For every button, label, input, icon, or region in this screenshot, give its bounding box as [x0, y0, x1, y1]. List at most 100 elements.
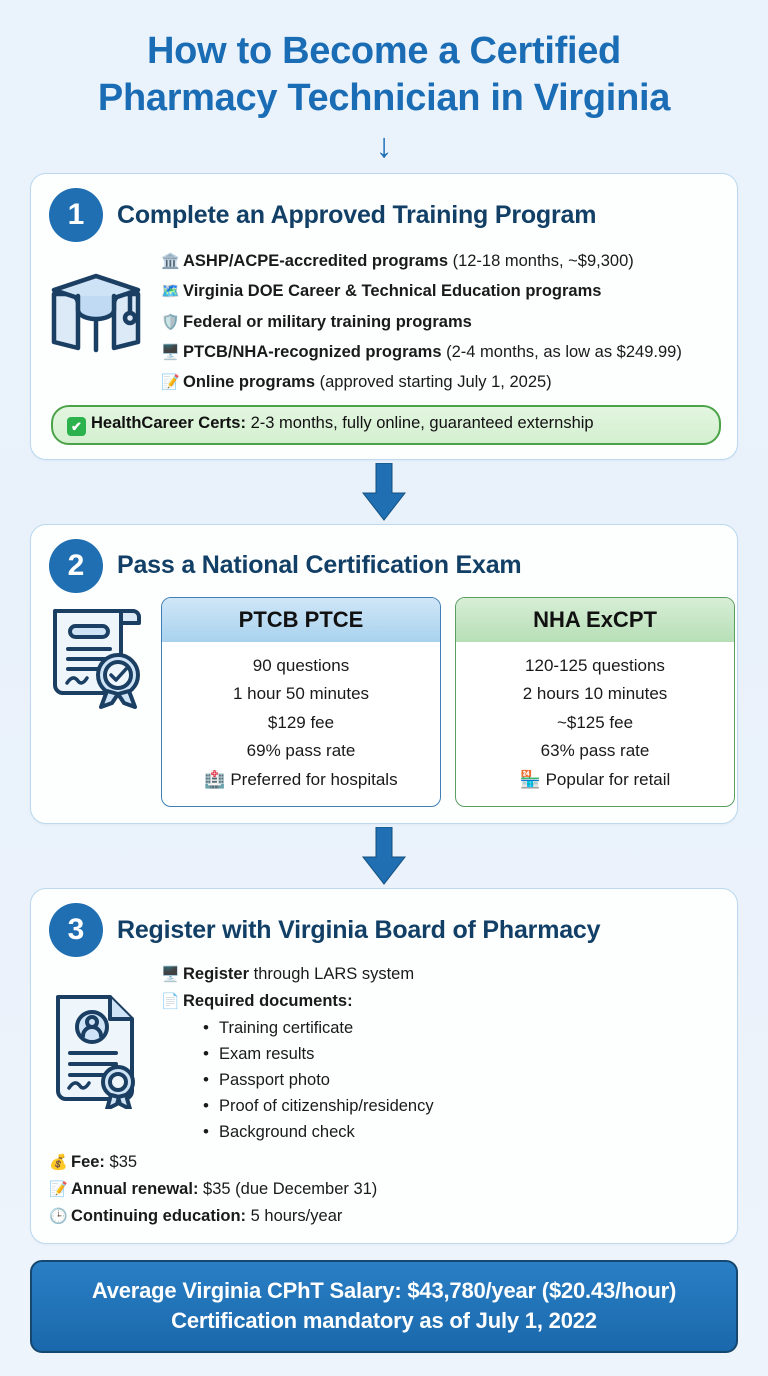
- list-item: 🖥️PTCB/NHA-recognized programs (2-4 mont…: [161, 337, 737, 367]
- down-arrow-icon: [361, 462, 407, 521]
- money-bag-icon: 💰: [49, 1154, 68, 1172]
- highlight-bold-text: HealthCareer Certs:: [91, 413, 246, 432]
- list-item: Passport photo: [203, 1067, 737, 1093]
- exam-detail-row: 2 hours 10 minutes: [522, 684, 668, 704]
- certificate-seal-icon: [31, 597, 161, 709]
- list-item: Exam results: [203, 1041, 737, 1067]
- step-3-badge: 3: [49, 903, 103, 958]
- item-detail-text: 5 hours/year: [246, 1206, 343, 1225]
- item-detail-text: $35: [104, 1153, 138, 1172]
- list-item: 🗺️Virginia DOE Career & Technical Educat…: [161, 276, 737, 306]
- item-bold-text: Continuing education:: [71, 1206, 247, 1225]
- exam-detail-row: 🏥 Preferred for hospitals: [162, 766, 440, 795]
- computer-icon: 🖥️: [161, 966, 180, 984]
- calendar-note-icon: 📝: [161, 373, 180, 391]
- exam-detail-row: $129 fee: [267, 712, 335, 732]
- item-detail-text: through LARS system: [249, 965, 415, 984]
- exam-detail-row: ~$125 fee: [556, 712, 634, 732]
- list-item: 🕒Continuing education: 5 hours/year: [49, 1203, 719, 1230]
- title-line-1: How to Become a Certified: [147, 30, 621, 72]
- bullet-detail-text: (12-18 months, ~$9,300): [448, 252, 634, 271]
- calendar-note-icon: 📝: [49, 1180, 68, 1198]
- store-icon: 🏪: [519, 769, 541, 789]
- shield-icon: 🛡️: [161, 313, 180, 331]
- list-item: 💰Fee: $35: [49, 1149, 719, 1176]
- step-1-title: Complete an Approved Training Program: [117, 200, 597, 229]
- step-3-content: 🖥️Register through LARS system 📄Required…: [161, 961, 737, 1145]
- page-title: How to Become a Certified Pharmacy Techn…: [30, 22, 738, 121]
- list-item: 🖥️Register through LARS system: [161, 961, 737, 988]
- step-3-title: Register with Virginia Board of Pharmacy: [117, 915, 601, 944]
- required-documents-list: Training certificate Exam results Passpo…: [203, 1015, 737, 1145]
- connector-1: [30, 460, 738, 524]
- step-1-header: 1 Complete an Approved Training Program: [31, 174, 737, 246]
- document-icon: 📄: [161, 993, 180, 1010]
- step-2-header: 2 Pass a National Certification Exam: [31, 525, 737, 597]
- banner-line-1: Average Virginia CPhT Salary: $43,780/ye…: [91, 1278, 677, 1304]
- list-item: 📝Online programs (approved starting July…: [161, 367, 737, 397]
- title-down-arrow-icon: ↓: [375, 127, 393, 166]
- exam-detail-row: 🏪 Popular for retail: [456, 766, 734, 795]
- step-2-title: Pass a National Certification Exam: [117, 551, 522, 580]
- virginia-map-icon: 🗺️: [161, 283, 180, 301]
- list-item: 📄Required documents:: [161, 988, 737, 1015]
- banner-line-2: Certification mandatory as of July 1, 20…: [171, 1307, 597, 1333]
- item-bold-text: Register: [183, 965, 250, 984]
- bullet-bold-text: PTCB/NHA-recognized programs: [183, 342, 442, 361]
- step-2-badge: 2: [49, 538, 103, 593]
- exam-name: PTCB PTCE: [162, 597, 440, 642]
- classical-building-icon: 🏛️: [161, 253, 180, 271]
- item-bold-text: Required documents:: [183, 992, 353, 1010]
- list-item: 🛡️Federal or military training programs: [161, 307, 737, 337]
- list-item: Background check: [203, 1119, 737, 1145]
- bullet-detail-text: (2-4 months, as low as $249.99): [441, 342, 682, 361]
- exam-comparison: PTCB PTCE 90 questions 1 hour 50 minutes…: [161, 596, 737, 808]
- exam-details: 120-125 questions 2 hours 10 minutes ~$1…: [456, 642, 734, 807]
- step-3-body: 🖥️Register through LARS system 📄Required…: [31, 961, 737, 1159]
- registration-list: 🖥️Register through LARS system 📄Required…: [161, 961, 737, 1014]
- exam-detail-row: 90 questions: [252, 655, 350, 675]
- exam-details: 90 questions 1 hour 50 minutes $129 fee …: [162, 642, 440, 807]
- item-detail-text: $35 (due December 31): [198, 1179, 378, 1198]
- registration-footer-list: 💰Fee: $35 📝Annual renewal: $35 (due Dece…: [31, 1149, 737, 1243]
- exam-detail-row: 63% pass rate: [540, 741, 650, 761]
- step-3-card: 3 Register with Virginia Board of Pharma…: [30, 888, 738, 1245]
- item-bold-text: Annual renewal:: [71, 1179, 199, 1198]
- registration-document-icon: [31, 961, 161, 1110]
- step-2-card: 2 Pass a National Certification Exam: [30, 523, 738, 825]
- down-arrow-icon: [361, 827, 407, 886]
- step-1-badge: 1: [49, 188, 103, 243]
- exam-detail-text: Popular for retail: [545, 769, 671, 789]
- hospital-icon: 🏥: [204, 769, 226, 789]
- highlight-detail-text: 2-3 months, fully online, guaranteed ext…: [245, 413, 594, 432]
- exam-detail-row: 69% pass rate: [246, 741, 356, 761]
- list-item: 🏛️ASHP/ACPE-accredited programs (12-18 m…: [161, 246, 737, 276]
- bullet-bold-text: Federal or military training programs: [183, 312, 472, 331]
- exam-card-nha: NHA ExCPT 120-125 questions 2 hours 10 m…: [455, 596, 735, 808]
- graduation-cap-book-icon: [31, 246, 161, 358]
- exam-detail-row: 1 hour 50 minutes: [232, 684, 370, 704]
- clock-icon: 🕒: [49, 1207, 68, 1225]
- exam-detail-row: 120-125 questions: [525, 655, 665, 675]
- salary-banner: Average Virginia CPhT Salary: $43,780/ye…: [30, 1260, 738, 1353]
- step-2-body: PTCB PTCE 90 questions 1 hour 50 minutes…: [31, 596, 737, 824]
- step-3-header: 3 Register with Virginia Board of Pharma…: [31, 889, 737, 961]
- step-1-content: 🏛️ASHP/ACPE-accredited programs (12-18 m…: [161, 246, 737, 396]
- list-item: 📝Annual renewal: $35 (due December 31): [49, 1176, 719, 1203]
- list-item: Training certificate: [203, 1015, 737, 1041]
- step-1-card: 1 Complete an Approved Training Program: [30, 173, 738, 460]
- exam-card-ptcb: PTCB PTCE 90 questions 1 hour 50 minutes…: [161, 596, 441, 808]
- exam-detail-text: Preferred for hospitals: [230, 769, 398, 789]
- bullet-bold-text: Virginia DOE Career & Technical Educatio…: [183, 282, 602, 301]
- bullet-bold-text: ASHP/ACPE-accredited programs: [183, 252, 448, 271]
- step-1-body: 🏛️ASHP/ACPE-accredited programs (12-18 m…: [31, 246, 737, 396]
- bullet-detail-text: (approved starting July 1, 2025): [315, 372, 552, 391]
- healthcareer-certs-highlight: ✔ HealthCareer Certs: 2-3 months, fully o…: [51, 404, 721, 445]
- title-line-2: Pharmacy Technician in Virginia: [97, 76, 671, 119]
- green-check-icon: ✔: [67, 416, 86, 436]
- item-bold-text: Fee:: [71, 1153, 105, 1172]
- computer-icon: 🖥️: [161, 343, 180, 361]
- list-item: Proof of citizenship/residency: [203, 1093, 737, 1119]
- exam-name: NHA ExCPT: [456, 597, 734, 642]
